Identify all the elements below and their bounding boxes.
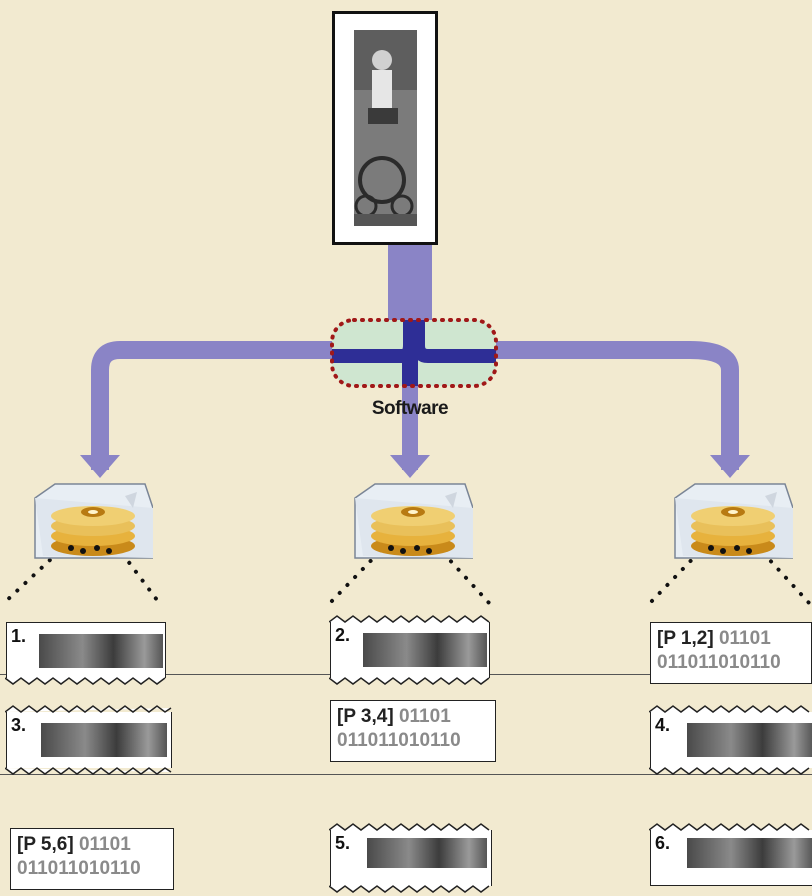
arrowhead-middle — [390, 455, 430, 478]
arrowhead-right — [710, 455, 750, 478]
parity-bits: 01101 — [78, 834, 131, 855]
row-divider — [0, 774, 812, 775]
block-label: 5. — [335, 833, 351, 853]
hard-disk-icon — [25, 478, 154, 564]
block-label: 3. — [11, 715, 27, 735]
parity-block-3-4: [P 3,4] 01101 011011010110 — [330, 700, 496, 762]
parity-bits: 011011010110 — [657, 652, 781, 673]
block-label: 1. — [11, 626, 27, 646]
software-box-border — [330, 318, 498, 388]
software-label: Software — [371, 398, 449, 419]
parity-tag: [P 3,4] — [337, 706, 394, 727]
hard-disk-icon — [345, 478, 474, 564]
parity-tag: [P 5,6] — [17, 834, 74, 855]
arrowhead-left — [80, 455, 120, 478]
parity-bits: 011011010110 — [337, 730, 461, 751]
block-label: 2. — [335, 625, 351, 645]
parity-bits: 01101 — [718, 628, 771, 649]
data-block-2: 2. — [329, 615, 490, 685]
block-label: 4. — [655, 715, 671, 735]
data-block-4: 4. — [649, 705, 812, 775]
data-block-5: 5. — [329, 823, 492, 893]
parity-block-1-2: [P 1,2] 01101 011011010110 — [650, 622, 812, 684]
parity-block-5-6: [P 5,6] 01101 011011010110 — [10, 828, 174, 890]
data-block-6: 6. — [649, 823, 812, 886]
data-block-1: 1. — [5, 622, 166, 685]
data-block-3: 3. — [5, 705, 172, 775]
block-label: 6. — [655, 833, 671, 853]
parity-tag: [P 1,2] — [657, 628, 714, 649]
hard-disk-icon — [665, 478, 794, 564]
source-photo-frame — [332, 11, 438, 245]
parity-bits: 01101 — [398, 706, 451, 727]
source-photo — [354, 30, 417, 226]
parity-bits: 011011010110 — [17, 858, 141, 879]
